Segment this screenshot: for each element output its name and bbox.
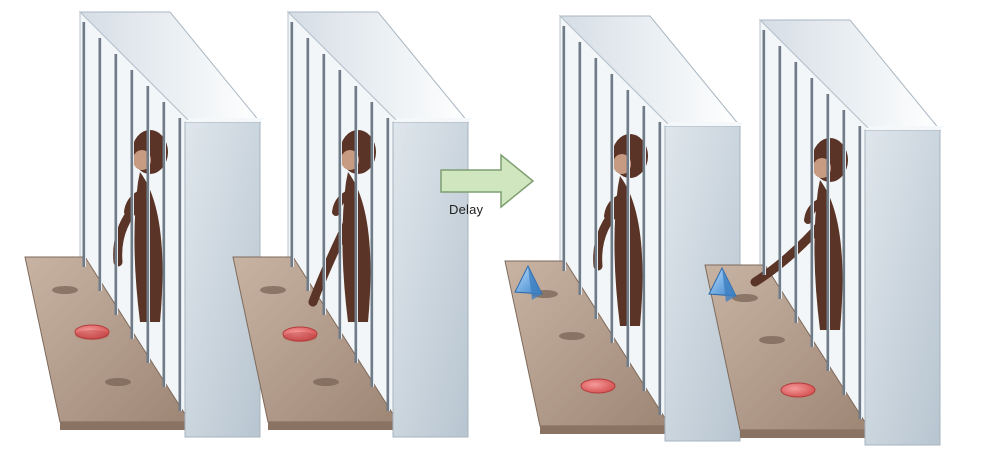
tray-well bbox=[313, 378, 339, 386]
red-disk bbox=[282, 326, 318, 342]
cage-front-wall-top bbox=[185, 118, 264, 122]
food-tray-edge bbox=[60, 422, 190, 430]
red-disk-stimulus bbox=[74, 324, 110, 340]
tray-well bbox=[759, 336, 785, 344]
blue-pyramid-stimulus bbox=[514, 264, 543, 300]
tray-well bbox=[260, 286, 286, 294]
red-disk bbox=[580, 378, 616, 394]
cage-panel-2 bbox=[232, 10, 472, 438]
cage-front-wall-top bbox=[393, 118, 472, 122]
blue-pyramid-face bbox=[528, 266, 542, 300]
red-disk-shadow bbox=[283, 332, 317, 342]
tray-well bbox=[732, 294, 758, 302]
tray-well bbox=[559, 332, 585, 340]
red-disk-stimulus bbox=[282, 326, 318, 342]
tray-well bbox=[52, 286, 78, 294]
food-tray-edge bbox=[740, 430, 870, 438]
cage-bars bbox=[762, 30, 862, 419]
red-disk bbox=[74, 324, 110, 340]
blue-pyramid-stimulus bbox=[708, 266, 737, 302]
red-disk-shadow bbox=[75, 330, 109, 340]
food-tray-edge bbox=[540, 426, 670, 434]
monkey-arm bbox=[750, 215, 830, 287]
cage-panel-4 bbox=[704, 18, 944, 446]
cage-front-wall bbox=[864, 129, 941, 446]
cage-bars bbox=[82, 22, 182, 411]
delay-label: Delay bbox=[449, 202, 484, 217]
cage-panel-1 bbox=[24, 10, 264, 438]
red-disk-stimulus bbox=[580, 378, 616, 394]
food-tray-edge bbox=[268, 422, 398, 430]
blue-pyramid-face bbox=[722, 268, 736, 302]
red-disk bbox=[780, 382, 816, 398]
red-disk-stimulus bbox=[780, 382, 816, 398]
delay-arrow bbox=[440, 153, 535, 209]
cage-front-wall-top bbox=[865, 126, 944, 130]
cage-front-wall-top bbox=[665, 122, 744, 126]
cage-bars bbox=[562, 26, 662, 415]
tray-well bbox=[105, 378, 131, 386]
monkey-arm bbox=[308, 207, 358, 307]
cage-panel-3 bbox=[504, 14, 744, 442]
cage-bars bbox=[290, 22, 390, 411]
right-arrow-icon bbox=[440, 153, 535, 209]
